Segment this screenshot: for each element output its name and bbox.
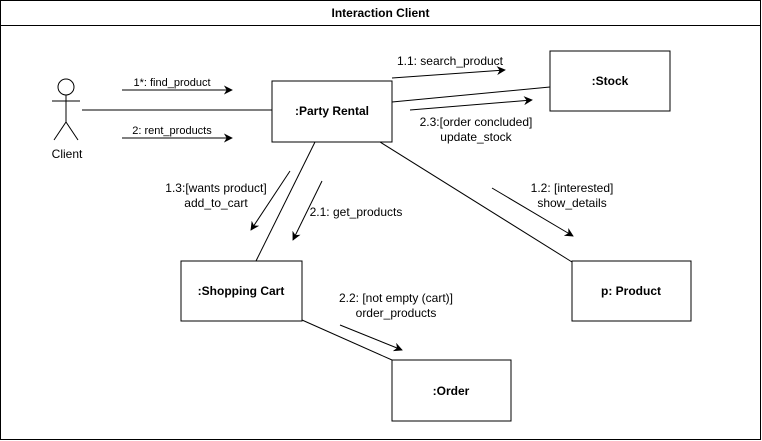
message-label-get-products: 2.1: get_products — [310, 205, 403, 219]
message-label-rent-products: 2: rent_products — [132, 125, 212, 137]
object-party-rental[interactable]: :Party Rental — [271, 80, 393, 143]
message-label-update-stock-guard: 2.3:[order concluded] — [420, 115, 533, 129]
message-arrow-order-products — [339, 324, 403, 352]
actor-client[interactable]: Client — [52, 78, 83, 161]
actor-label: Client — [52, 147, 83, 161]
object-product-label: p: Product — [601, 284, 661, 298]
message-label-add-to-cart: add_to_cart — [184, 196, 248, 210]
message-arrow-search-product — [391, 66, 506, 79]
link-party-rental-product — [379, 141, 573, 263]
object-stock[interactable]: :Stock — [549, 50, 671, 112]
message-label-show-details-guard: 1.2: [interested] — [531, 181, 614, 195]
message-label-add-to-cart-guard: 1.3:[wants product] — [165, 181, 266, 195]
diagram-title: Interaction Client — [1, 1, 760, 26]
message-label-find-product: 1*: find_product — [133, 77, 210, 89]
object-party-rental-label: :Party Rental — [295, 104, 369, 118]
message-label-search-product: 1.1: search_product — [397, 54, 504, 68]
message-arrow-update-stock — [409, 96, 533, 111]
actor-head — [57, 78, 75, 96]
object-product[interactable]: p: Product — [571, 260, 692, 322]
message-arrow-add-to-cart — [250, 170, 291, 231]
object-shopping-cart[interactable]: :Shopping Cart — [180, 260, 303, 322]
object-order[interactable]: :Order — [391, 359, 512, 422]
message-label-order-products: order_products — [356, 306, 437, 320]
link-party-rental-shopping-cart — [255, 141, 316, 262]
link-shopping-cart-order — [301, 319, 393, 361]
message-arrow-get-products — [292, 180, 323, 241]
actor-right-leg — [65, 121, 79, 141]
object-order-label: :Order — [433, 384, 470, 398]
message-arrow-show-details — [491, 187, 574, 237]
link-party-rental-stock — [391, 86, 551, 103]
message-label-show-details: show_details — [537, 196, 606, 210]
actor-left-leg — [53, 121, 67, 141]
message-label-order-products-guard: 2.2: [not empty (cart)] — [339, 291, 453, 305]
object-shopping-cart-label: :Shopping Cart — [198, 284, 285, 298]
message-label-update-stock: update_stock — [440, 130, 512, 144]
object-stock-label: :Stock — [592, 74, 629, 88]
